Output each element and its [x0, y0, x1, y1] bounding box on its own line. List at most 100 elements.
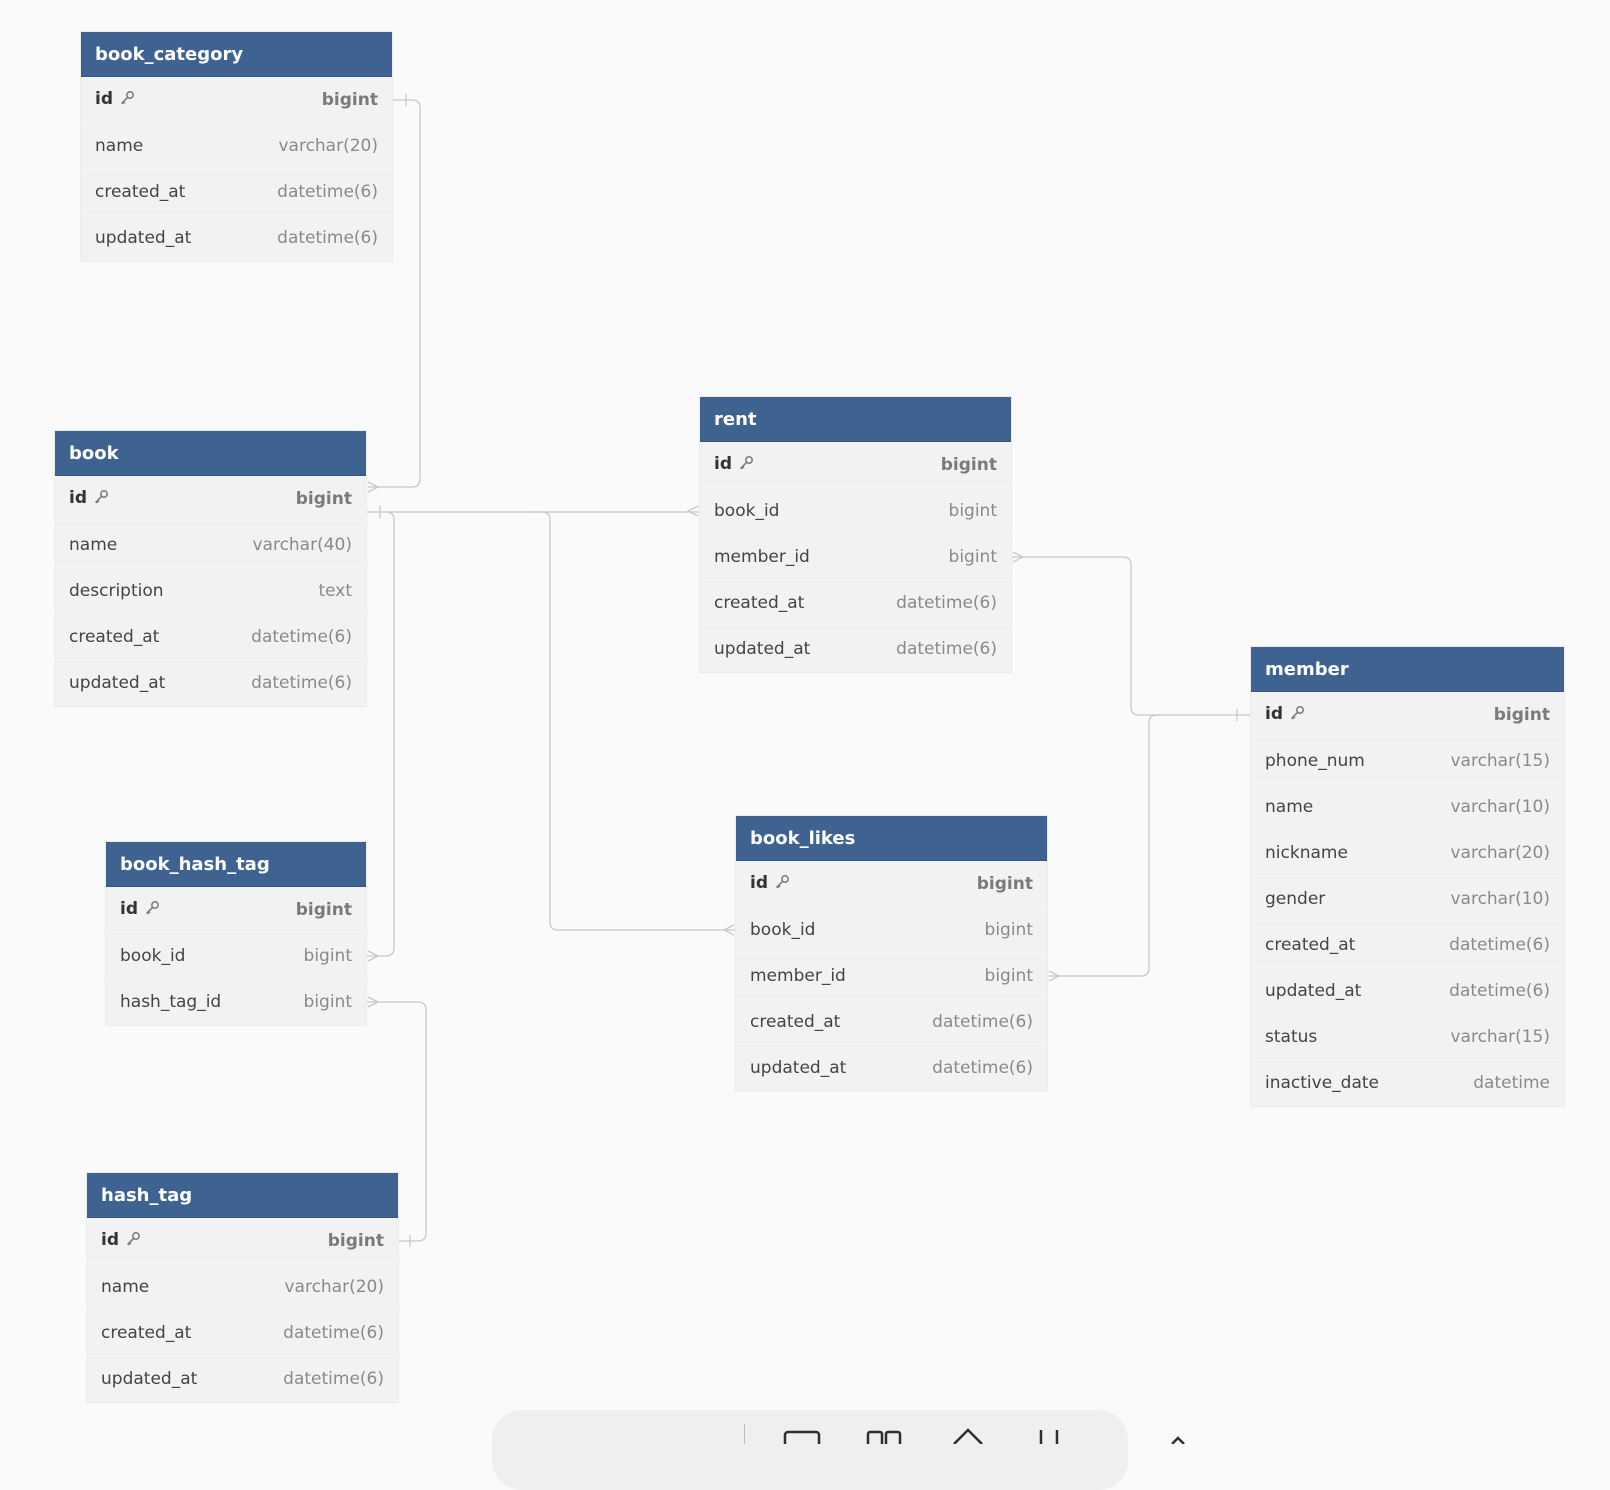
field-name: updated_at: [714, 639, 811, 659]
field-type: varchar(20): [1450, 842, 1550, 863]
field-name: updated_at: [101, 1369, 198, 1389]
field-row[interactable]: id bigint: [55, 476, 366, 522]
field-name-cell: updated_at: [95, 228, 191, 248]
fit-icon[interactable]: [1029, 1424, 1069, 1444]
field-type: bigint: [984, 965, 1033, 986]
field-name: book_id: [750, 919, 816, 940]
table-header[interactable]: book_hash_tag: [106, 842, 366, 887]
field-row[interactable]: updated_at datetime(6): [736, 1045, 1047, 1091]
home-icon[interactable]: [948, 1424, 988, 1445]
relationship-edge: [1047, 714, 1160, 977]
field-name-cell: member_id: [714, 547, 810, 567]
field-row[interactable]: member_id bigint: [700, 534, 1011, 580]
field-row[interactable]: updated_at datetime(6): [87, 1356, 398, 1402]
field-row[interactable]: status varchar(15): [1251, 1014, 1564, 1060]
field-name-cell: name: [101, 1277, 149, 1297]
caret-icon[interactable]: [1158, 1424, 1198, 1445]
field-name: book_id: [714, 500, 780, 521]
field-type: bigint: [295, 488, 352, 509]
field-name-cell: id: [101, 1230, 141, 1252]
field-name: member_id: [750, 965, 846, 986]
field-type: datetime(6): [283, 1369, 384, 1389]
field-row[interactable]: created_at datetime(6): [81, 169, 392, 215]
field-name: id: [101, 1229, 119, 1250]
field-name: created_at: [95, 181, 186, 202]
field-name-cell: phone_num: [1265, 751, 1365, 771]
field-type: datetime(6): [277, 181, 378, 202]
field-name-cell: updated_at: [69, 673, 165, 693]
field-name-cell: updated_at: [750, 1058, 846, 1078]
field-name-cell: created_at: [714, 593, 804, 613]
field-name-cell: id: [69, 488, 109, 510]
field-row[interactable]: id bigint: [106, 887, 366, 933]
field-name: name: [101, 1276, 150, 1297]
field-type: bigint: [948, 500, 997, 521]
field-name: name: [1265, 796, 1314, 817]
field-type: bigint: [948, 546, 997, 567]
field-type: datetime(6): [277, 228, 378, 248]
field-name: id: [1265, 703, 1283, 724]
toolbar-divider: [744, 1424, 745, 1444]
field-type: text: [318, 580, 352, 601]
field-type: varchar(40): [252, 534, 352, 555]
field-row[interactable]: book_id bigint: [700, 488, 1011, 534]
relationship-edge: [722, 924, 735, 936]
field-name-cell: updated_at: [101, 1369, 197, 1389]
table-header[interactable]: book_likes: [736, 816, 1047, 861]
field-type: bigint: [295, 899, 352, 920]
field-name: id: [750, 872, 768, 893]
layout-icon[interactable]: [864, 1424, 904, 1454]
field-row[interactable]: updated_at datetime(6): [81, 215, 392, 261]
table-header[interactable]: member: [1251, 647, 1564, 692]
field-type: datetime(6): [251, 626, 352, 647]
table-header[interactable]: hash_tag: [87, 1173, 398, 1218]
field-name-cell: id: [714, 454, 754, 476]
table-header[interactable]: book_category: [81, 32, 392, 77]
field-type: varchar(15): [1450, 1026, 1550, 1047]
field-name: status: [1265, 1026, 1318, 1047]
field-name-cell: member_id: [750, 966, 846, 986]
relationship-edge: [1011, 556, 1251, 716]
field-row[interactable]: member_id bigint: [736, 953, 1047, 999]
table-header[interactable]: rent: [700, 397, 1011, 442]
field-name-cell: id: [120, 899, 160, 921]
comment-icon[interactable]: [782, 1424, 822, 1454]
field-type: datetime(6): [932, 1058, 1033, 1078]
field-type: datetime(6): [283, 1322, 384, 1343]
table-header[interactable]: book: [55, 431, 366, 476]
field-name-cell: created_at: [1265, 935, 1355, 955]
